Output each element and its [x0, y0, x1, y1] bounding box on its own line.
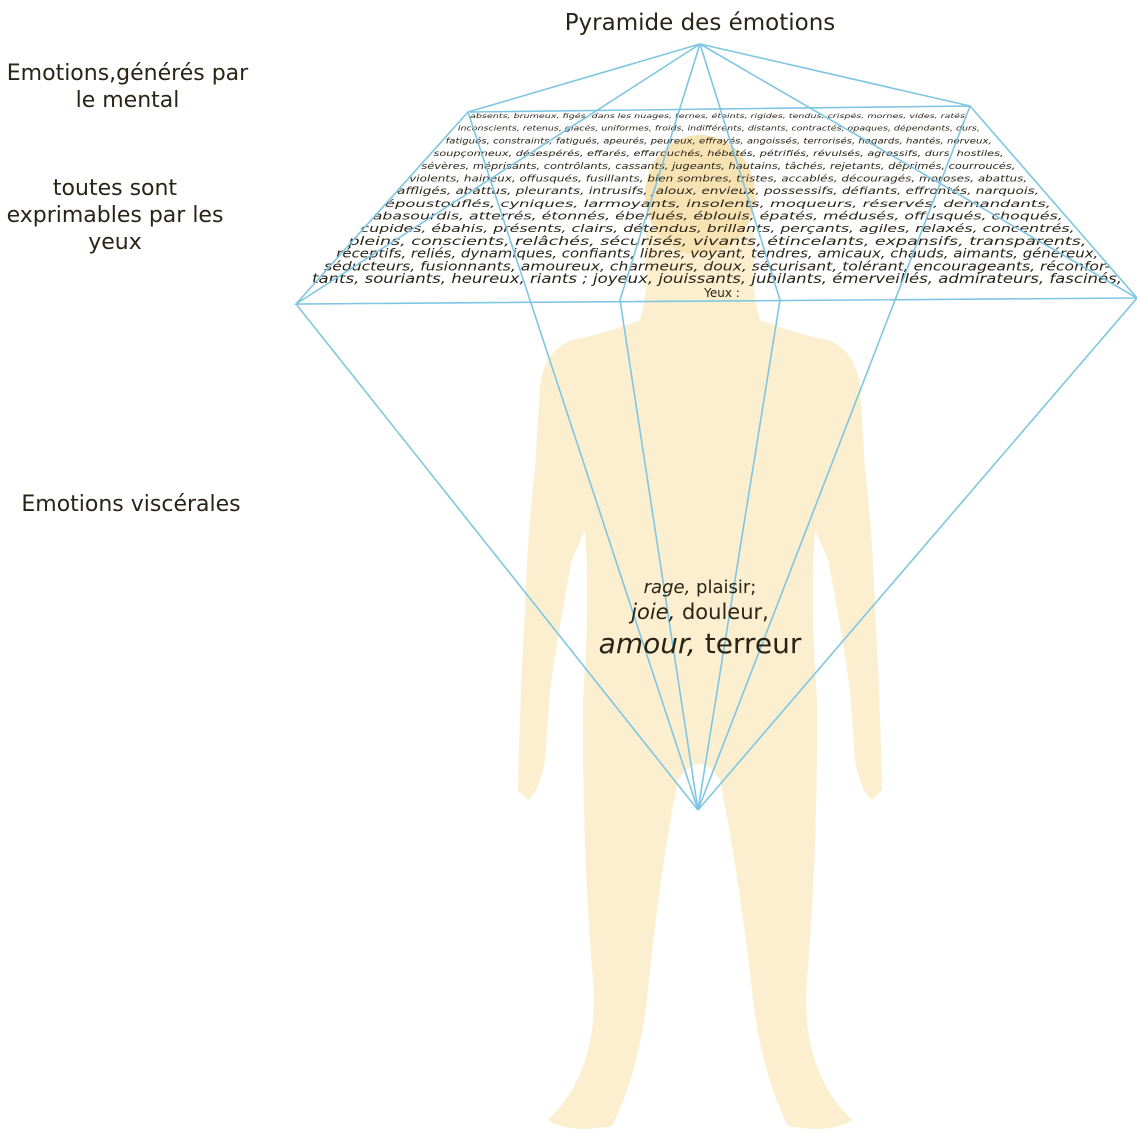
- eye-emotion-line: tants, souriants, heureux, riants ; joye…: [312, 272, 1122, 287]
- emotion-amour: amour,: [599, 627, 696, 660]
- visceral-line-3: amour, terreur: [560, 627, 840, 660]
- emotion-douleur: douleur,: [682, 600, 769, 624]
- visceral-line-1: rage, plaisir;: [560, 577, 840, 598]
- eyes-label: Yeux :: [703, 286, 740, 300]
- emotion-joie: joie,: [631, 600, 675, 624]
- eye-emotion-line: soupçonneux, désespérés, effarés, effaro…: [434, 148, 1004, 158]
- emotion-terreur: terreur: [705, 627, 802, 660]
- pyramid-top-edge-3: [700, 44, 970, 106]
- emotion-plaisir: plaisir;: [696, 577, 756, 598]
- eye-emotion-line: abasourdis, atterrés, étonnés, éberlués,…: [373, 211, 1063, 223]
- eye-emotion-line: fatigués, constraints, fatigués, apeurés…: [446, 136, 992, 145]
- eye-emotion-line: inconscients, retenus, glacés, uniformes…: [458, 125, 980, 133]
- body-silhouette: [518, 230, 882, 1129]
- eye-emotion-line: absents, brumeux, figés, dans les nuages…: [470, 112, 968, 120]
- eye-emotion-line: époustouflés, cyniques, larmoyants, inso…: [385, 198, 1051, 210]
- visceral-line-2: joie, douleur,: [560, 600, 840, 624]
- eye-emotion-line: violents, haineux, offusqués, fusillants…: [409, 173, 1027, 184]
- emotion-rage: rage,: [644, 577, 691, 598]
- pyramid-top-edge-2: [468, 44, 700, 112]
